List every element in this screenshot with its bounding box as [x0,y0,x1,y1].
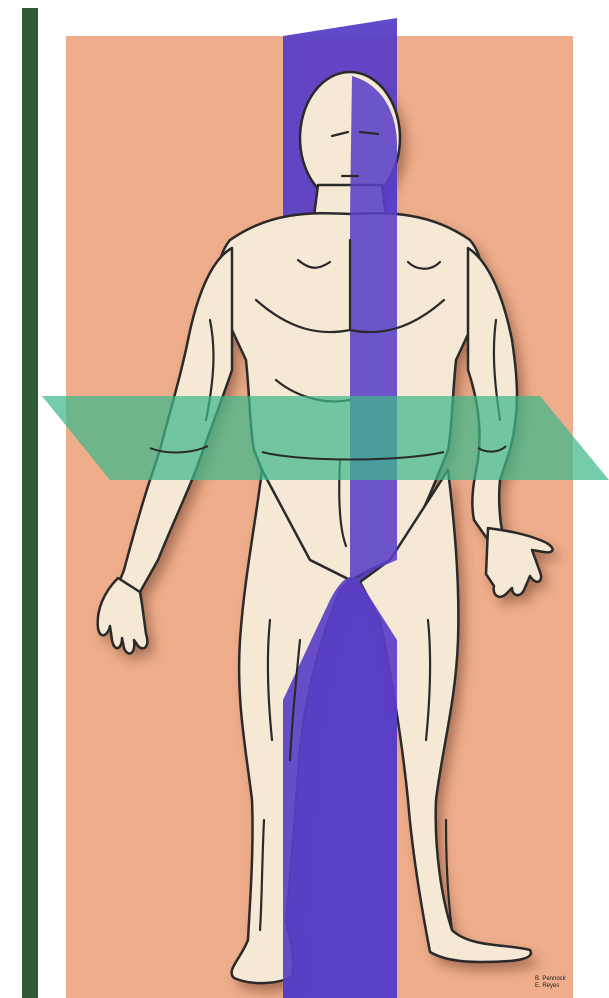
credit-line-1: B. Pennock [535,976,595,983]
transverse-plane [42,396,609,480]
frame-bar [22,8,38,998]
illustrator-credit: B. Pennock E. Reyes [535,976,595,990]
sagittal-plane-front [350,76,397,580]
credit-line-2: E. Reyes [535,983,595,990]
